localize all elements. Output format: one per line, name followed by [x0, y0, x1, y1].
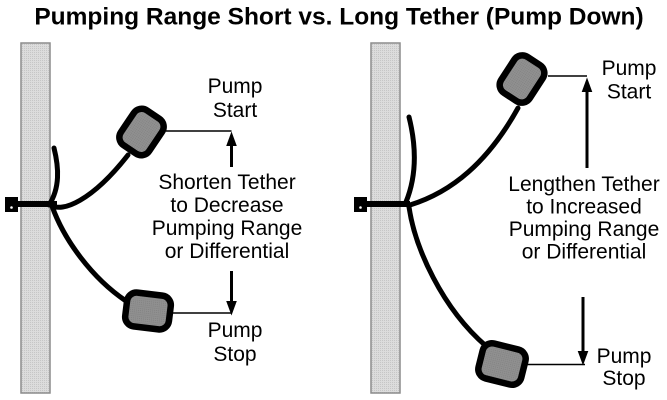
- tether-to-start-float-right: [407, 105, 521, 208]
- float-switch-stop-left: [121, 289, 175, 333]
- float-switch-stop-right: [475, 339, 529, 389]
- tether-to-stop-float-left: [49, 203, 129, 304]
- clamp-screw-left: [10, 206, 13, 209]
- pump-cable-right: [403, 114, 417, 205]
- clamp-bar-right: [354, 201, 410, 207]
- pump-start-label-left-2: Start: [213, 99, 258, 122]
- pump-start-label-right-2: Start: [607, 81, 652, 104]
- tether-to-stop-float-right: [406, 204, 489, 349]
- float-body: [475, 339, 529, 389]
- left-diagram: Pump Start Shorten Tether to Decrease Pu…: [5, 42, 303, 394]
- float-body: [496, 52, 548, 106]
- right-diagram: Pump Start Lengthen Tether to Increased …: [354, 42, 660, 394]
- note-right-line3: Pumping Range: [509, 218, 660, 241]
- note-left-line4: or Differential: [165, 240, 290, 263]
- note-left-line3: Pumping Range: [152, 217, 303, 240]
- pump-stop-label-left: Pump: [208, 319, 263, 342]
- float-switch-start-right: [496, 52, 548, 106]
- clamp-screw-right: [359, 206, 362, 209]
- note-right-line4: or Differential: [522, 241, 647, 264]
- pump-stop-label-right: Pump: [597, 345, 652, 368]
- diagram-title: Pumping Range Short vs. Long Tether (Pum…: [34, 4, 643, 31]
- clamp-bar-left: [5, 201, 57, 207]
- note-right-line2: to Increased: [526, 196, 642, 219]
- pump-cable-left: [46, 145, 61, 208]
- pipe-right: [370, 42, 401, 394]
- pump-start-label-left: Pump: [208, 75, 263, 98]
- float-body: [121, 289, 175, 333]
- pump-stop-label-right-2: Stop: [602, 367, 645, 390]
- arrow-down-head-right: [577, 351, 589, 366]
- pump-start-label-right: Pump: [602, 57, 657, 80]
- arrow-up-head-left: [226, 131, 237, 146]
- note-left-line1: Shorten Tether: [158, 171, 295, 194]
- note-right-line1: Lengthen Tether: [508, 173, 659, 196]
- float-switch-start-left: [116, 105, 167, 159]
- pipe-left: [20, 42, 51, 394]
- float-body: [116, 105, 167, 159]
- note-left-line2: to Decrease: [170, 194, 283, 217]
- pump-stop-label-left-2: Stop: [213, 343, 256, 366]
- arrow-down-head-left: [226, 301, 237, 316]
- arrow-up-head-right: [581, 77, 593, 92]
